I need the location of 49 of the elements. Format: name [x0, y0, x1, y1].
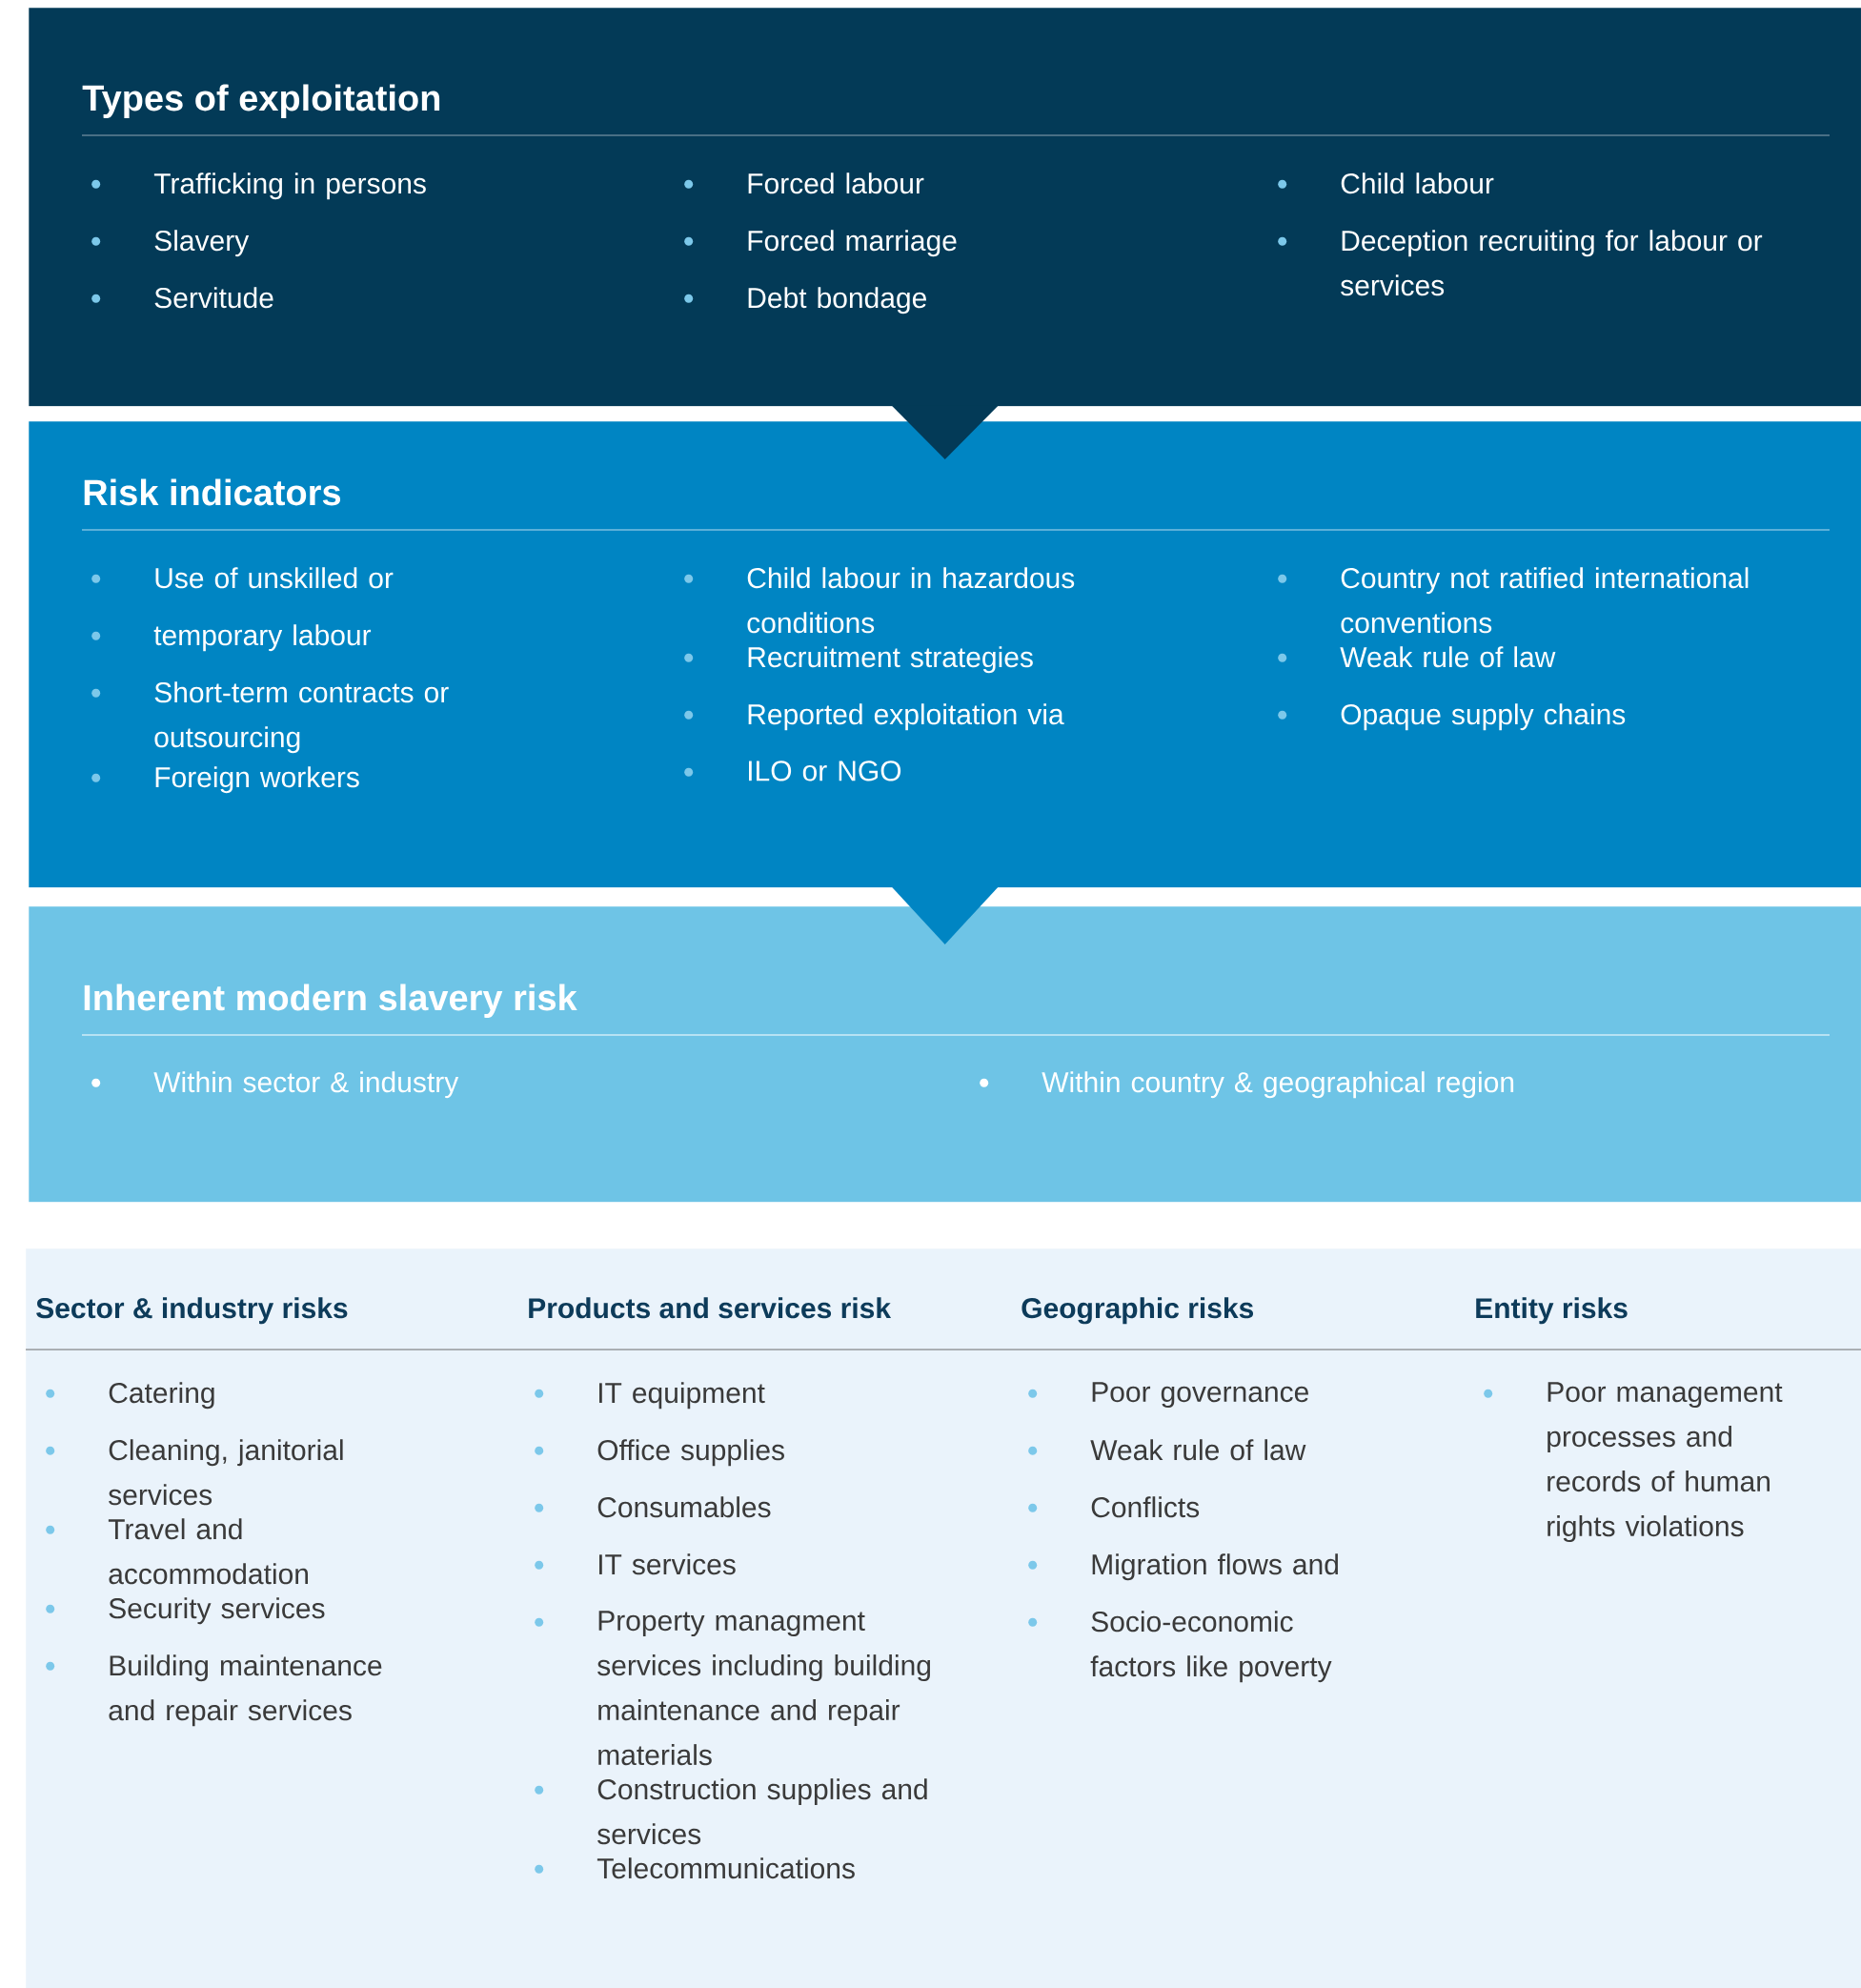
- bullet-item: Foreign workers: [91, 766, 359, 794]
- bullet-item: Use of unskilled or: [91, 567, 394, 589]
- column-heading: Sector & industry risks: [36, 1297, 348, 1325]
- column-heading: Geographic risks: [1022, 1297, 1254, 1325]
- bullet-item: Migration flows and: [1028, 1553, 1338, 1581]
- bullet-item: Office supplies: [535, 1439, 784, 1467]
- bullet-item: Trafficking in persons: [91, 172, 426, 200]
- column-heading: Products and services risk: [529, 1297, 892, 1319]
- bullet-item: Telecommunications: [535, 1857, 855, 1879]
- bullet-item: Weak rule of law: [1278, 646, 1556, 668]
- panel-background: [26, 1248, 1861, 1988]
- column-heading: Entity risks: [1476, 1297, 1628, 1325]
- bullet-item: Poor governance: [1028, 1382, 1308, 1409]
- bullet-item: Weak rule of law: [1028, 1439, 1306, 1461]
- bullet-item: Catering: [46, 1382, 214, 1410]
- bullet-item: Conflicts: [1028, 1496, 1200, 1518]
- chevron-arrow: [891, 886, 999, 944]
- bullet-item: Reported exploitation via: [684, 703, 1064, 731]
- bullet-item: Socio-economic factors like poverty: [1028, 1611, 1332, 1683]
- bullet-item: Country not ratified international conventions: [1278, 567, 1749, 634]
- bullet-item: Deception recruiting for labour or services: [1278, 230, 1763, 296]
- bullet-item: Recruitment strategies: [684, 646, 1033, 674]
- bullet-item: Forced marriage: [684, 230, 957, 257]
- bullet-item: IT equipment: [535, 1382, 765, 1410]
- bullet-item: Within sector & industry: [91, 1071, 459, 1099]
- bullet-item: Servitude: [91, 287, 273, 309]
- bullet-item: Forced labour: [684, 172, 924, 194]
- bullet-item: Building maintenance and repair services: [46, 1654, 382, 1727]
- bullet-item: Child labour in hazardous conditions: [684, 567, 1075, 634]
- bullet-item: Debt bondage: [684, 287, 926, 314]
- section-heading: Risk indicators: [84, 478, 341, 506]
- bullet-item: Property managment services including building maintenance and repair materials: [535, 1611, 931, 1766]
- bullet-item: Cleaning, janitorial services: [46, 1439, 343, 1506]
- section-heading: Types of exploitation: [82, 84, 440, 118]
- bullet-item: Construction supplies and services: [535, 1778, 927, 1845]
- bullet-item: Travel and accommodation: [46, 1518, 308, 1585]
- bullet-item: Opaque supply chains: [1278, 703, 1626, 731]
- bullet-item: Security services: [46, 1597, 325, 1625]
- bullet-item: Child labour: [1278, 172, 1494, 194]
- bullet-item: Within country & geographical region: [980, 1071, 1514, 1099]
- section-heading: Inherent modern slavery risk: [84, 984, 577, 1018]
- bullet-item: Poor management processes and records of human rights violations: [1484, 1382, 1783, 1543]
- bullet-item: IT services: [535, 1553, 736, 1575]
- bullet-item: ILO or NGO: [684, 761, 901, 781]
- bullet-item: Consumables: [535, 1496, 771, 1518]
- chevron-arrow: [891, 405, 999, 459]
- bullet-item: Slavery: [91, 230, 250, 257]
- bullet-item: Short-term contracts or outsourcing: [91, 681, 449, 754]
- bullet-item: temporary labour: [91, 624, 372, 652]
